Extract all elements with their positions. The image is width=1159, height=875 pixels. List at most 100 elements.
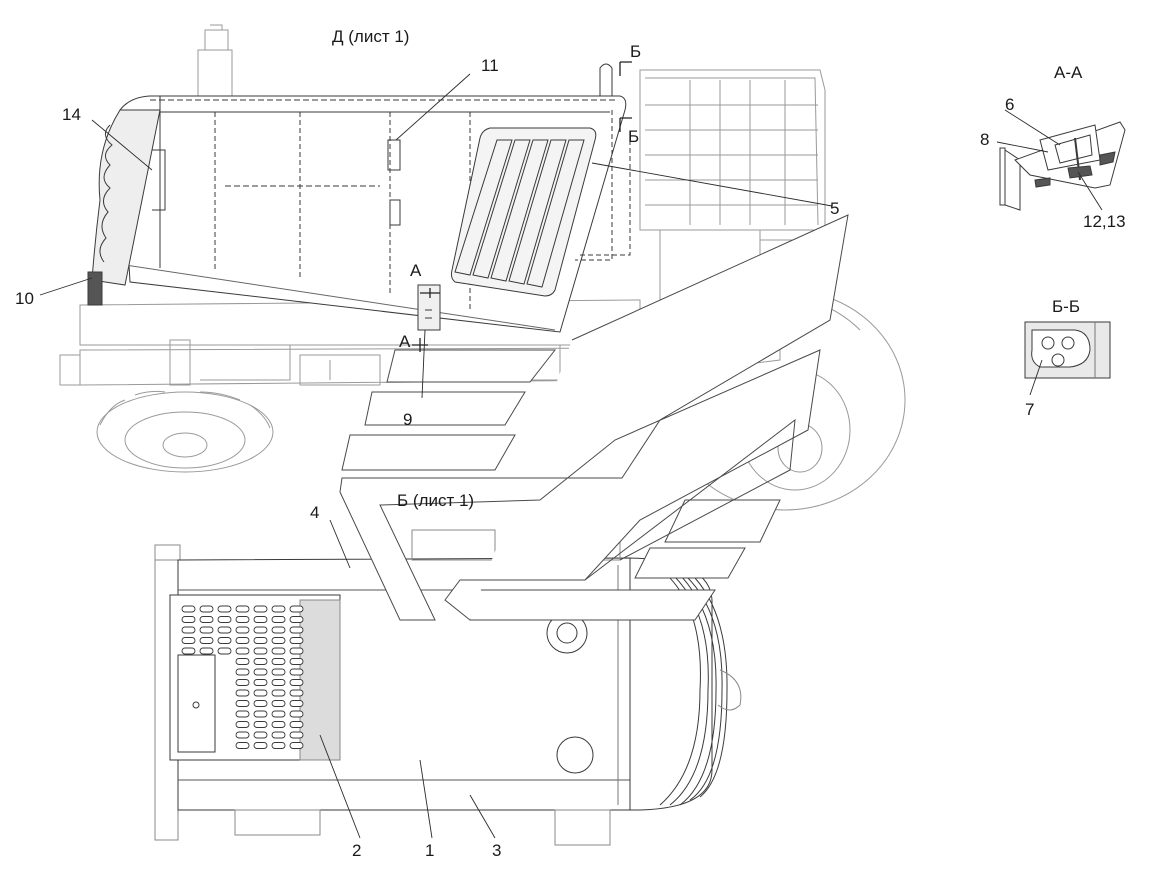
intake-hole [271,616,286,623]
intake-hole [271,710,286,718]
intake-hole [235,626,250,634]
top-view-hood [154,529,742,846]
intake-hole [253,721,268,728]
intake-hole [289,742,304,749]
intake-hole [235,679,250,686]
callout-10: 10 [15,289,34,308]
callout-14: 14 [62,105,81,124]
callout-6: 6 [1005,95,1015,114]
intake-hole [289,616,304,623]
intake-hole [289,721,304,728]
intake-hole [289,731,304,739]
intake-hole [199,626,214,634]
intake-hole [217,626,232,634]
callout-4: 4 [310,503,320,522]
intake-hole [271,626,286,634]
intake-hole [289,689,304,697]
intake-hole [271,647,286,655]
intake-hole [199,647,214,655]
intake-hole [217,616,232,623]
intake-hole [253,700,268,707]
intake-hole [271,637,286,644]
intake-hole [253,689,268,697]
intake-hole [181,637,196,644]
callout-9: 9 [403,410,413,429]
intake-hole [271,658,286,665]
intake-hole [271,668,286,676]
callout-3: 3 [492,841,502,860]
callout-5: 5 [830,199,840,218]
intake-hole [235,637,250,644]
intake-hole [199,605,214,613]
intake-hole [217,637,232,644]
intake-hole [199,637,214,644]
callout-1: 1 [425,841,435,860]
intake-hole [235,647,250,655]
intake-hole [253,637,268,644]
intake-hole [217,605,232,613]
intake-hole [271,700,286,707]
intake-hole [235,700,250,707]
intake-hole [235,731,250,739]
callout-8: 8 [980,130,990,149]
callout-2: 2 [352,841,362,860]
intake-hole [271,689,286,697]
intake-hole [253,742,268,749]
intake-hole [235,710,250,718]
cut-marker-b-bottom: Б [628,127,640,146]
intake-hole [289,647,304,655]
intake-hole [181,605,196,613]
intake-hole [289,710,304,718]
intake-hole [253,626,268,634]
callout-11: 11 [481,56,499,75]
cut-markers [412,61,632,352]
intake-hole [271,721,286,728]
intake-hole [253,710,268,718]
intake-hole [289,605,304,613]
cut-marker-a-top: А [410,261,422,280]
filler-cap [599,63,613,97]
callout-7: 7 [1025,400,1035,419]
intake-hole [289,626,304,634]
leader-lines [39,73,1103,839]
intake-hole [289,637,304,644]
cut-marker-a-bottom: А [399,332,411,351]
intake-holes [181,605,304,749]
intake-hole [289,700,304,707]
intake-hole [289,679,304,686]
intake-hole [253,605,268,613]
intake-hole [271,731,286,739]
intake-hole [289,668,304,676]
intake-hole [253,658,268,665]
intake-hole [253,679,268,686]
section-bb-title: Б-Б [1052,297,1080,316]
intake-hole [217,647,232,655]
intake-hole [235,658,250,665]
callout-12-13: 12,13 [1083,212,1126,231]
intake-hole [289,658,304,665]
cut-marker-b-top: Б [630,42,642,61]
intake-hole [235,668,250,676]
section-bb-detail [1024,321,1111,379]
intake-hole [271,742,286,749]
intake-hole [253,668,268,676]
intake-hole [271,605,286,613]
view-d-title: Д (лист 1) [332,27,410,46]
intake-hole [235,605,250,613]
section-aa-title: А-А [1054,63,1083,82]
intake-hole [253,731,268,739]
section-aa-detail [999,121,1126,211]
intake-hole [235,689,250,697]
intake-hole [253,616,268,623]
side-view-hood [87,95,631,333]
intake-hole [235,721,250,728]
intake-hole [271,679,286,686]
intake-hole [181,626,196,634]
intake-hole [235,616,250,623]
intake-hole [253,647,268,655]
view-b-title: Б (лист 1) [397,491,475,510]
intake-hole [181,647,196,655]
decal-stripes [339,214,849,621]
